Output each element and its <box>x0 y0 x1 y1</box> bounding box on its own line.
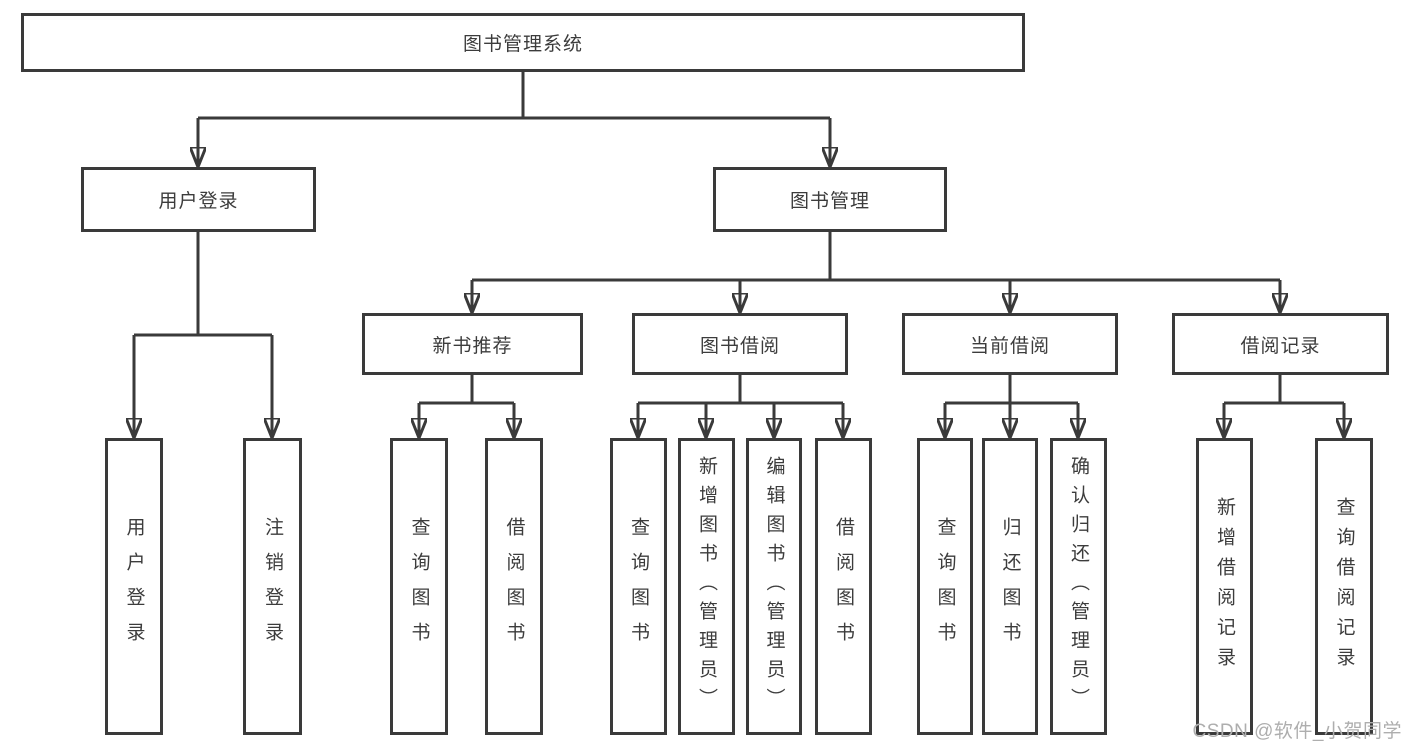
leaf-logout: 注销登录 <box>243 438 302 735</box>
node-library-system: 图书管理系统 <box>21 13 1025 72</box>
node-current-borrow: 当前借阅 <box>902 313 1118 375</box>
leaf-label: 借阅图书 <box>833 516 854 657</box>
node-borrow-records: 借阅记录 <box>1172 313 1389 375</box>
leaf-label: 归还图书 <box>999 516 1021 657</box>
leaf-label: 确认归还（管理员） <box>1068 456 1089 717</box>
leaf-add-borrow-record: 新增借阅记录 <box>1196 438 1253 735</box>
node-label: 图书借阅 <box>699 335 780 357</box>
leaf-query-borrow-record: 查询借阅记录 <box>1315 438 1373 735</box>
leaf-borrow-books-1: 借阅图书 <box>485 438 543 735</box>
leaf-label: 查询借阅记录 <box>1333 496 1355 677</box>
connector-root-split <box>198 72 830 120</box>
node-user-login-branch: 用户登录 <box>81 167 316 232</box>
node-label: 图书管理 <box>789 191 870 212</box>
leaf-borrow-books-2: 借阅图书 <box>815 438 872 735</box>
connector-borrow-records-split <box>1224 375 1344 405</box>
leaf-query-books-2: 查询图书 <box>610 438 667 735</box>
node-label: 借阅记录 <box>1240 335 1321 357</box>
node-label: 用户登录 <box>158 191 239 212</box>
connector-new-book-recommend-split <box>419 375 514 405</box>
leaf-add-book-admin: 新增图书（管理员） <box>678 438 735 735</box>
leaf-label: 注销登录 <box>262 516 283 657</box>
leaf-confirm-return-admin: 确认归还（管理员） <box>1050 438 1107 735</box>
connector-user-login-split <box>134 232 272 337</box>
leaf-query-books-1: 查询图书 <box>390 438 448 735</box>
leaf-label: 新增图书（管理员） <box>696 456 717 717</box>
node-book-management: 图书管理 <box>713 167 947 232</box>
connector-current-borrow-split <box>945 375 1078 405</box>
node-label: 新书推荐 <box>432 335 513 357</box>
leaf-label: 编辑图书（管理员） <box>763 456 785 717</box>
leaf-return-book: 归还图书 <box>982 438 1038 735</box>
csdn-watermark: CSDN @软件_小贺同学 <box>1192 721 1402 742</box>
connector-book-borrow-split <box>638 375 843 405</box>
connector-book-management-split <box>472 232 1280 282</box>
leaf-label: 用户登录 <box>123 516 145 657</box>
node-label: 当前借阅 <box>969 335 1050 357</box>
leaf-label: 新增借阅记录 <box>1214 496 1235 677</box>
leaf-label: 借阅图书 <box>503 516 525 657</box>
node-label: 图书管理系统 <box>462 34 583 55</box>
node-book-borrow: 图书借阅 <box>632 313 848 375</box>
leaf-query-books-3: 查询图书 <box>917 438 973 735</box>
leaf-label: 查询图书 <box>934 516 956 657</box>
leaf-user-login: 用户登录 <box>105 438 163 735</box>
node-new-book-recommend: 新书推荐 <box>362 313 583 375</box>
leaf-label: 查询图书 <box>628 516 649 657</box>
leaf-label: 查询图书 <box>408 516 430 657</box>
leaf-edit-book-admin: 编辑图书（管理员） <box>746 438 802 735</box>
